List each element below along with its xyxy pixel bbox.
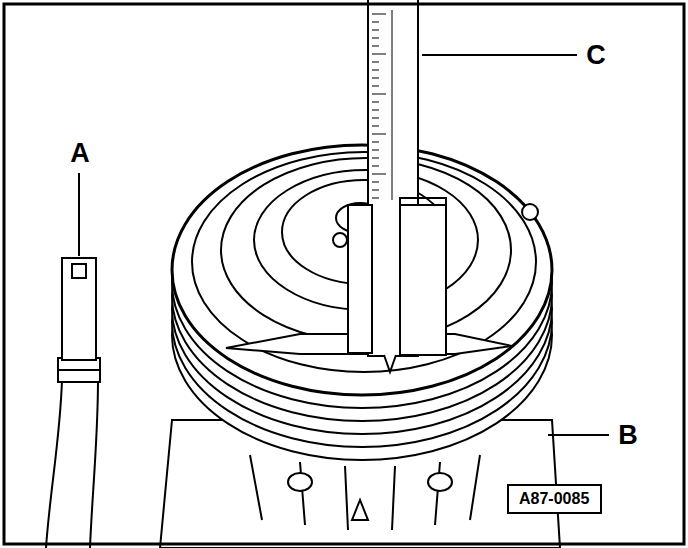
pulley	[172, 145, 552, 460]
depth-gauge	[400, 198, 446, 205]
leader-line	[78, 173, 80, 256]
depth-gauge	[348, 0, 446, 372]
connector-plug	[58, 369, 100, 371]
scale-tick	[372, 38, 379, 39]
callout-letter: C	[584, 42, 608, 69]
clutch-plate	[192, 152, 538, 372]
depth-gauge	[384, 355, 396, 372]
callout-letter: A	[68, 140, 92, 167]
connector-plug	[46, 380, 62, 548]
scale-tick	[372, 102, 379, 103]
scale-tick	[372, 94, 386, 95]
compressor-body	[352, 500, 368, 520]
scale-tick	[372, 46, 379, 47]
scale-tick	[372, 86, 379, 87]
figure-number-box: A87-0085	[507, 484, 602, 514]
clutch-plate	[333, 233, 347, 247]
scale-tick	[372, 14, 386, 15]
scale-tick	[372, 110, 379, 111]
frame	[4, 4, 684, 544]
leader-line	[422, 54, 577, 56]
scale-tick	[372, 150, 379, 151]
scale-tick	[372, 54, 386, 55]
scale-tick	[372, 142, 379, 143]
scale-tick	[372, 182, 379, 183]
scale-tick	[372, 190, 379, 191]
scale-tick	[372, 118, 379, 119]
clutch-plate	[522, 204, 538, 220]
figure-number: A87-0085	[519, 490, 590, 508]
scale-line	[392, 10, 393, 200]
connector-plug	[90, 380, 98, 548]
connector-plug	[46, 258, 100, 548]
pulley	[172, 145, 552, 395]
callout-letter: B	[616, 422, 640, 449]
scale-tick	[372, 198, 379, 199]
scale-tick	[372, 134, 386, 135]
scale-tick	[372, 126, 379, 127]
connector-plug	[58, 358, 100, 382]
depth-gauge	[400, 205, 446, 355]
connector-plug	[62, 258, 96, 360]
clutch-plate	[192, 152, 536, 372]
scale-tick	[372, 78, 379, 79]
leader-line	[548, 434, 609, 436]
connector-plug	[72, 264, 86, 278]
scale-tick	[372, 70, 379, 71]
scale-tick	[372, 158, 379, 159]
compressor-body	[288, 473, 312, 491]
leader-lines	[79, 55, 609, 435]
scale-tick	[372, 22, 379, 23]
scale-tick	[372, 30, 379, 31]
scale-tick	[372, 174, 386, 175]
scale-tick	[372, 166, 379, 167]
scale-tick	[372, 62, 379, 63]
depth-gauge	[372, 10, 392, 200]
depth-gauge	[348, 205, 372, 353]
compressor-body	[250, 455, 480, 530]
compressor-body	[428, 473, 452, 491]
